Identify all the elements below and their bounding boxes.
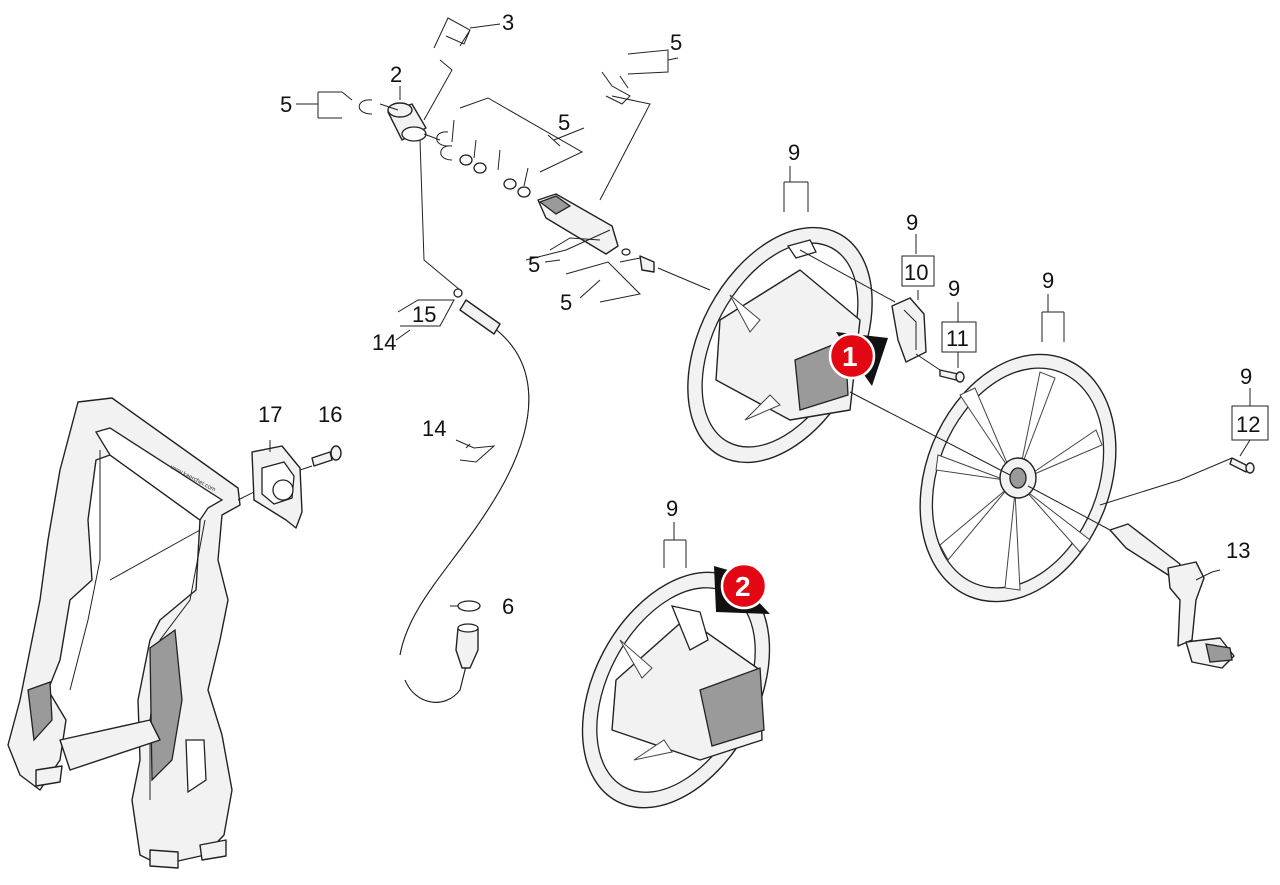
label-2: 2 xyxy=(390,62,402,87)
label-9-lower-drum: 9 xyxy=(666,496,678,521)
label-9-drum: 9 xyxy=(788,140,800,165)
clip-3 xyxy=(433,17,501,49)
box-11 xyxy=(941,321,977,353)
reel-drum xyxy=(687,226,873,464)
label-9-disc: 9 xyxy=(1042,268,1054,293)
screw-12 xyxy=(1229,457,1255,474)
screw-11 xyxy=(939,369,965,383)
sleeve-2 xyxy=(387,102,427,142)
step-2-number: 2 xyxy=(735,571,751,602)
label-5-low-b: 5 xyxy=(560,290,572,315)
box-12 xyxy=(1231,405,1269,441)
label-6: 6 xyxy=(502,594,514,619)
label-9-right-screw: 9 xyxy=(1240,364,1252,389)
box-10 xyxy=(901,255,935,287)
label-10: 10 xyxy=(904,260,928,285)
label-15: 15 xyxy=(412,302,436,327)
connecting-hose xyxy=(399,288,530,703)
step-1-dot xyxy=(828,332,876,380)
label-14-top: 14 xyxy=(372,330,396,355)
label-17: 17 xyxy=(258,402,282,427)
reel-drum-lower xyxy=(581,571,771,809)
label-5-mid: 5 xyxy=(558,110,570,135)
label-12: 12 xyxy=(1236,412,1260,437)
label-5-top: 5 xyxy=(670,30,682,55)
leader-brackets xyxy=(296,49,1251,607)
frame-assembly: www.kaercher.com xyxy=(7,397,259,869)
crank-handle xyxy=(1109,523,1235,669)
label-9-screw: 9 xyxy=(948,276,960,301)
step-1-number: 1 xyxy=(842,341,858,372)
label-13: 13 xyxy=(1226,538,1250,563)
clip-5-upper xyxy=(601,71,631,105)
step-marker-1: 1 xyxy=(828,332,888,386)
label-5-low-a: 5 xyxy=(528,252,540,277)
label-11: 11 xyxy=(946,326,969,351)
label-3: 3 xyxy=(502,10,514,35)
label-16: 16 xyxy=(318,402,342,427)
step-marker-2: 2 xyxy=(714,562,770,614)
rotary-coupling xyxy=(537,193,655,273)
label-9-guide: 9 xyxy=(906,210,918,235)
hose-guide-10 xyxy=(891,297,927,363)
part-labels: 3 2 5 5 5 5 5 15 14 14 17 16 6 9 9 10 9 … xyxy=(258,10,1260,619)
reel-disc xyxy=(919,353,1117,603)
retaining-rings xyxy=(358,99,531,198)
assembly-lines xyxy=(379,59,1233,531)
screw-16 xyxy=(299,445,342,471)
o-ring-6 xyxy=(457,600,481,612)
label-14-low: 14 xyxy=(422,416,446,441)
label-5-left: 5 xyxy=(280,92,292,117)
hose-guide-bracket xyxy=(251,440,303,529)
step-2-dot xyxy=(720,562,768,610)
